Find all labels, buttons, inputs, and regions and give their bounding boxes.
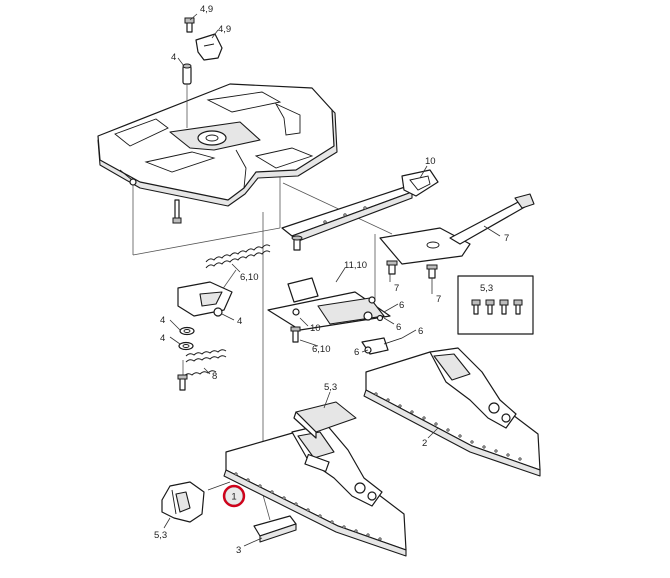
wear-plate <box>253 515 297 543</box>
callout-6-10-bolt: 6,10 <box>312 344 331 355</box>
lever-plate-assembly <box>379 193 535 279</box>
callout-4-latch-b: 4 <box>160 333 165 344</box>
callout-11-10: 11,10 <box>344 260 367 271</box>
red-highlight-ring <box>222 484 246 508</box>
callout-5-3-cover: 5,3 <box>324 382 337 393</box>
bolt-kit-box <box>457 275 534 335</box>
bushing <box>161 481 205 523</box>
highlighted-callout-1[interactable]: 1 <box>222 484 246 508</box>
callout-5-3-bushing: 5,3 <box>154 530 167 541</box>
bracket-holes-left <box>234 472 382 541</box>
callout-4-9-side: 4,9 <box>218 24 231 35</box>
callout-3-plate: 3 <box>236 545 241 556</box>
callout-6-b: 6 <box>396 322 401 333</box>
callout-4-latch-a: 4 <box>160 315 165 326</box>
callout-6-d: 6 <box>354 347 359 358</box>
callout-6-c: 6 <box>418 326 423 337</box>
callout-6-a: 6 <box>399 300 404 311</box>
fifth-wheel-top-plate <box>97 83 338 207</box>
right-mounting-bracket <box>363 347 541 477</box>
callout-labels: 4,9 4,9 4 10 7 7 7 6,10 11,10 4 4 4 8 6 … <box>154 4 509 556</box>
release-handle <box>281 169 439 251</box>
callout-7-bolt-a: 7 <box>394 283 399 294</box>
callout-2-bracket: 2 <box>422 438 427 449</box>
callout-7-bolt-b: 7 <box>436 294 441 305</box>
left-mounting-bracket <box>223 423 407 557</box>
center-bolt <box>172 199 182 224</box>
leader-lines <box>163 13 501 547</box>
kingpin-cam-assembly <box>182 17 223 128</box>
callout-7-lever: 7 <box>504 233 509 244</box>
callout-6-10-spring: 6,10 <box>240 272 259 283</box>
callout-10-bracket: 10 <box>310 323 321 334</box>
bracket-holes-right <box>374 392 522 461</box>
latch-assembly <box>177 281 233 391</box>
callout-8-spring: 8 <box>212 371 217 382</box>
bracket-cover <box>293 401 357 439</box>
callout-1: 1 <box>231 492 236 503</box>
callout-10-handle: 10 <box>425 156 436 167</box>
callout-4-pin: 4 <box>171 52 176 63</box>
callout-5-3-kit: 5,3 <box>480 283 493 294</box>
upper-spring <box>205 244 271 269</box>
callout-4-9-top: 4,9 <box>200 4 213 15</box>
callout-4-latch-c: 4 <box>237 316 242 327</box>
linkage-bracket <box>267 277 403 355</box>
kit-bolts <box>471 299 523 315</box>
